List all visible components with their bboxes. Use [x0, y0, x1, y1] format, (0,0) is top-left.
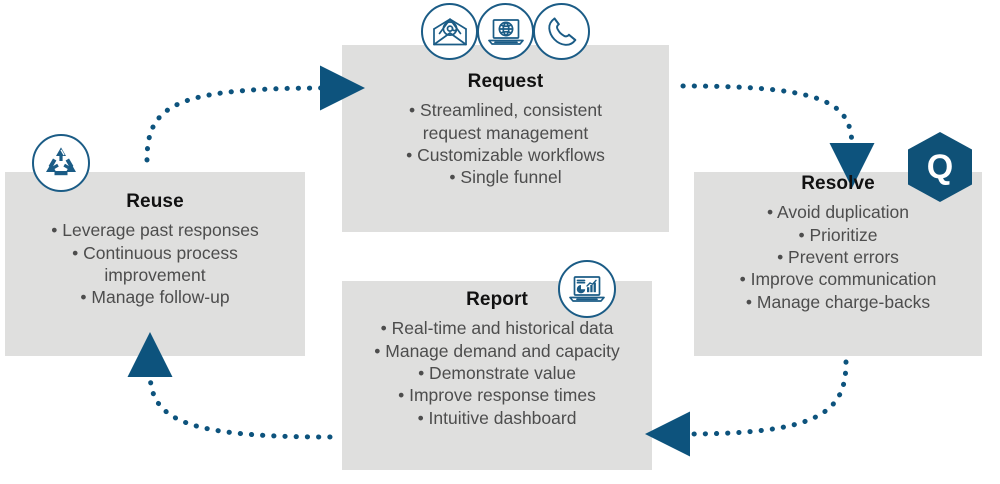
bullet-item: improvement	[104, 265, 206, 286]
phone-icon	[533, 3, 590, 60]
stage-title-request: Request	[467, 71, 544, 92]
bullet-item: • Manage follow-up	[80, 287, 230, 308]
bullet-item: • Leverage past responses	[51, 220, 259, 241]
logo-letter: Q	[927, 148, 953, 186]
arrow-reuse-to-request	[144, 65, 365, 163]
stage-text-resolve: Resolve • Avoid duplication • Prioritize…	[694, 172, 982, 313]
stage-title-report: Report	[466, 289, 528, 310]
stage-panel-resolve	[694, 172, 982, 356]
bullet-item: • Demonstrate value	[418, 363, 576, 384]
bullet-item: • Prioritize	[798, 224, 878, 245]
stage-bullets-report: • Real-time and historical data • Manage…	[342, 317, 652, 429]
bullet-item: request management	[422, 122, 589, 143]
stage-panel-request	[342, 45, 669, 232]
stage-panel-reuse	[5, 172, 305, 356]
bullet-item: • Prevent errors	[777, 247, 899, 268]
bullet-item: • Streamlined, consistent	[409, 100, 602, 121]
stage-title-resolve: Resolve	[801, 173, 875, 194]
stage-text-reuse: Reuse • Leverage past responses • Contin…	[5, 190, 305, 309]
stage-text-request: Request • Streamlined, consistent reques…	[342, 70, 669, 189]
bullet-item: • Intuitive dashboard	[417, 407, 577, 428]
email-at-icon	[421, 3, 478, 60]
bullet-item: • Manage demand and capacity	[374, 340, 620, 361]
arrow-resolve-to-report	[645, 359, 849, 457]
bullet-item: • Continuous process	[72, 242, 238, 263]
hexagon-q-logo: Q	[906, 131, 974, 203]
stage-title-reuse: Reuse	[126, 191, 184, 212]
bullet-item: • Manage charge-backs	[745, 291, 931, 312]
bullet-item: • Customizable workflows	[406, 145, 605, 166]
stage-text-report: Report • Real-time and historical data •…	[342, 288, 652, 429]
recycle-icon	[32, 134, 90, 192]
arrow-report-to-reuse	[127, 332, 333, 440]
bullet-item: • Improve communication	[739, 269, 937, 290]
stage-bullets-resolve: • Avoid duplication • Prioritize • Preve…	[694, 201, 982, 313]
arrow-request-to-resolve	[680, 83, 875, 188]
laptop-globe-icon	[477, 3, 534, 60]
bullet-item: • Improve response times	[398, 385, 596, 406]
stage-bullets-reuse: • Leverage past responses • Continuous p…	[5, 219, 305, 309]
bullet-item: • Real-time and historical data	[380, 318, 614, 339]
bullet-item: • Single funnel	[449, 167, 562, 188]
laptop-chart-icon	[558, 260, 616, 318]
stage-bullets-request: • Streamlined, consistent request manage…	[342, 99, 669, 189]
bullet-item: • Avoid duplication	[766, 202, 910, 223]
